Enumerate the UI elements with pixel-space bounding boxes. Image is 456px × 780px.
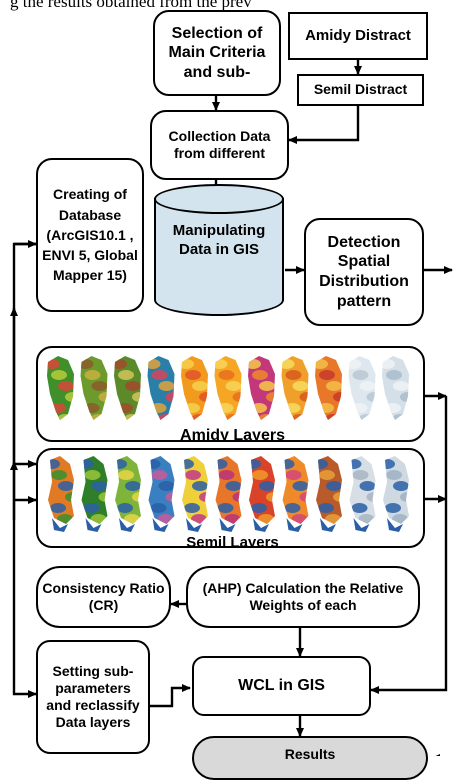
semil-map-blue-pink [148,456,175,532]
semil-map-green-yellow [115,456,141,532]
manipulating-cylinder-body [154,198,284,316]
semil-map-green-orange [48,456,74,532]
semil-map-yellow-magenta [182,456,208,532]
semil-map-red-orange [249,456,275,532]
semil-map-orange-pink [282,456,309,532]
left-bus-line [12,242,37,698]
amidy-map-orange-yellow [281,356,309,420]
semil-map-brown-orange [316,456,342,532]
database-label: Creating of Database (ArcGIS10.1 , ENVI … [42,186,138,284]
amidy-map-green-brown [80,356,108,420]
results-box: Results [192,736,428,780]
results-label: Results [284,746,336,762]
wcl-label: WCL in GIS [238,677,325,695]
ahp-calculation-label: (AHP) Calculation the Relative Weights o… [202,579,404,613]
detection-box: Detection Spatial Distribution pattern [304,218,424,326]
ahp-calculation-box: (AHP) Calculation the Relative Weights o… [186,566,420,628]
amidy-map-green-red [47,356,74,420]
amidy-map-orange [214,356,242,420]
amidy-map-light-grey [348,356,376,420]
semil-map-grey-blue [383,456,409,532]
arrow-semil-to-collection [288,106,360,144]
semil-distract-label: Semil Distract [313,81,408,98]
amidy-map-pale-blue [382,356,409,420]
setting-sub-parameters-label: Setting sub-parameters and reclassify Da… [46,662,140,731]
connector-lines [10,60,453,756]
header-text-fragment: g the results obtained from the prev [10,0,252,11]
amidy-map-green-olive [114,356,141,420]
consistency-ratio-box: Consistency Ratio (CR) [36,566,171,628]
database-box: Creating of Database (ArcGIS10.1 , ENVI … [36,158,144,312]
amidy-layers-panel: Amidy Layers [36,346,425,442]
amidy-distract-label: Amidy Distract [305,26,411,44]
collection-data-label: Collection Data from different [168,127,271,161]
collection-data-box: Collection Data from different [150,110,289,180]
amidy-map-orange-red-2 [315,356,342,420]
selection-criteria-box: Selection of Main Criteria and sub- [153,10,281,96]
amidy-map-strip [47,356,409,420]
semil-map-grey [349,456,376,532]
semil-map-orange-magenta [215,456,242,532]
amidy-map-magenta-orange [248,356,275,420]
manipulating-cylinder-top [154,184,284,214]
setting-sub-parameters-box: Setting sub-parameters and reclassify Da… [36,640,150,754]
semil-distract-box: Semil Distract [297,74,424,106]
arrow-right-bus-to-wcl [370,396,448,694]
semil-layers-label: Semil Layers [186,534,279,548]
amidy-distract-box: Amidy Distract [288,12,428,60]
selection-criteria-label: Selection of Main Criteria and sub- [168,24,266,81]
arrow-setting-to-wcl [150,684,191,708]
detection-label: Detection Spatial Distribution pattern [319,233,409,310]
amidy-map-orange-red [181,356,208,420]
amidy-layers-label: Amidy Layers [180,427,285,442]
consistency-ratio-label: Consistency Ratio (CR) [42,579,165,613]
semil-map-strip [48,456,409,532]
manipulating-label: Manipulating Data in GIS [172,222,266,258]
semil-layers-panel: Semil Layers [36,448,425,548]
amidy-map-multicolor [147,356,175,420]
semil-map-green [81,456,108,532]
wcl-box: WCL in GIS [192,656,371,716]
